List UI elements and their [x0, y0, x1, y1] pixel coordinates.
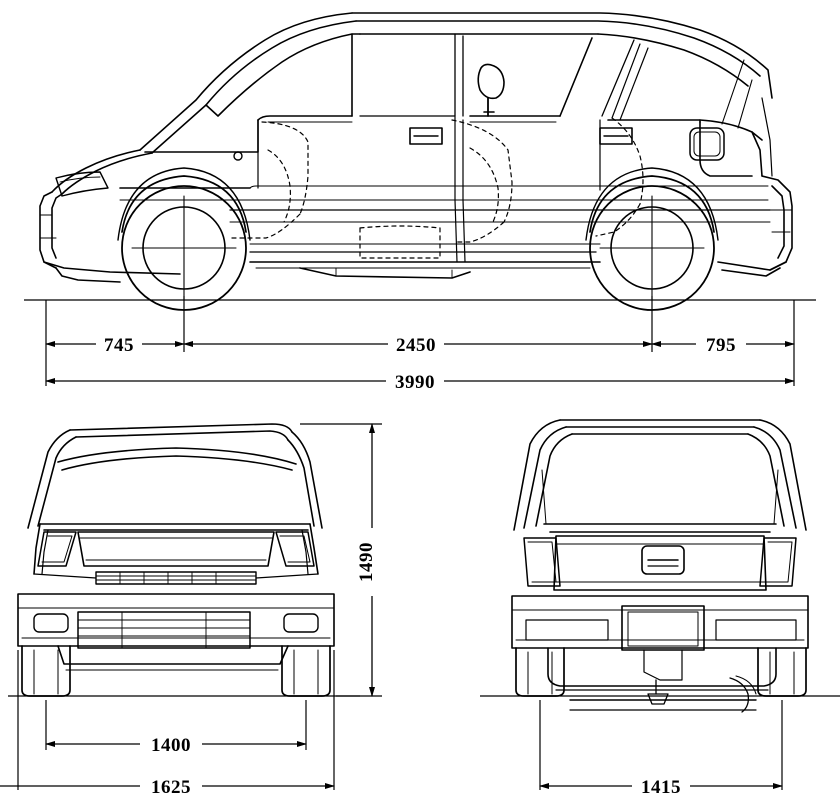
dimension-2450: 2450: [183, 335, 653, 356]
dimension-3990: 3990: [45, 372, 795, 393]
dimension-rear-track-label: 1415: [641, 777, 681, 798]
rear-dimension-set: [480, 695, 840, 790]
dimension-rear-overhang-label: 795: [706, 335, 736, 356]
dimension-overall-width-label: 1625: [151, 777, 191, 798]
side-trim-stud: [233, 151, 243, 161]
dimension-1400: 1400: [45, 735, 307, 756]
rear-tailgate: [553, 535, 767, 591]
front-turn-signal-right: [283, 613, 319, 633]
front-bumper: [17, 593, 335, 671]
door-handles: [409, 127, 633, 145]
dimension-1625: 1625: [0, 777, 335, 798]
side-roof-and-glass: [139, 12, 773, 154]
dimension-front-track-label: 1400: [151, 735, 191, 756]
dimension-wheelbase-label: 2450: [396, 335, 436, 356]
front-hood-and-lights: [33, 523, 319, 585]
rear-underbody: [547, 647, 777, 713]
front-turn-signal-left: [33, 613, 69, 633]
dimension-795: 795: [651, 335, 795, 356]
side-body-panels: [119, 185, 771, 279]
side-rear-fascia: [717, 175, 793, 277]
front-view: [17, 423, 335, 697]
dimension-overall-height-label: 1490: [356, 542, 377, 582]
front-lower-grille: [77, 611, 251, 649]
side-hidden-interior: [229, 117, 644, 259]
dimension-front-overhang-label: 745: [104, 335, 134, 356]
dimension-1490: 1490: [356, 423, 377, 697]
side-front-body: [39, 149, 181, 283]
rear-bumper: [511, 595, 809, 651]
rear-taillights: [523, 537, 797, 587]
side-mirror: [477, 63, 505, 117]
fuel-filler-door: [689, 127, 725, 161]
dimension-745: 745: [45, 335, 185, 356]
rear-roof-and-hatch-glass: [513, 419, 807, 533]
dimension-1415: 1415: [539, 777, 783, 798]
front-roof-and-windshield: [27, 423, 323, 531]
license-plate-recess: [621, 605, 705, 651]
rear-wheel: [585, 167, 719, 311]
dimension-overall-length-label: 3990: [395, 372, 435, 393]
front-wheel: [117, 167, 251, 311]
tailgate-handle: [641, 545, 685, 575]
rear-view: [511, 419, 809, 713]
side-view: [39, 12, 793, 311]
